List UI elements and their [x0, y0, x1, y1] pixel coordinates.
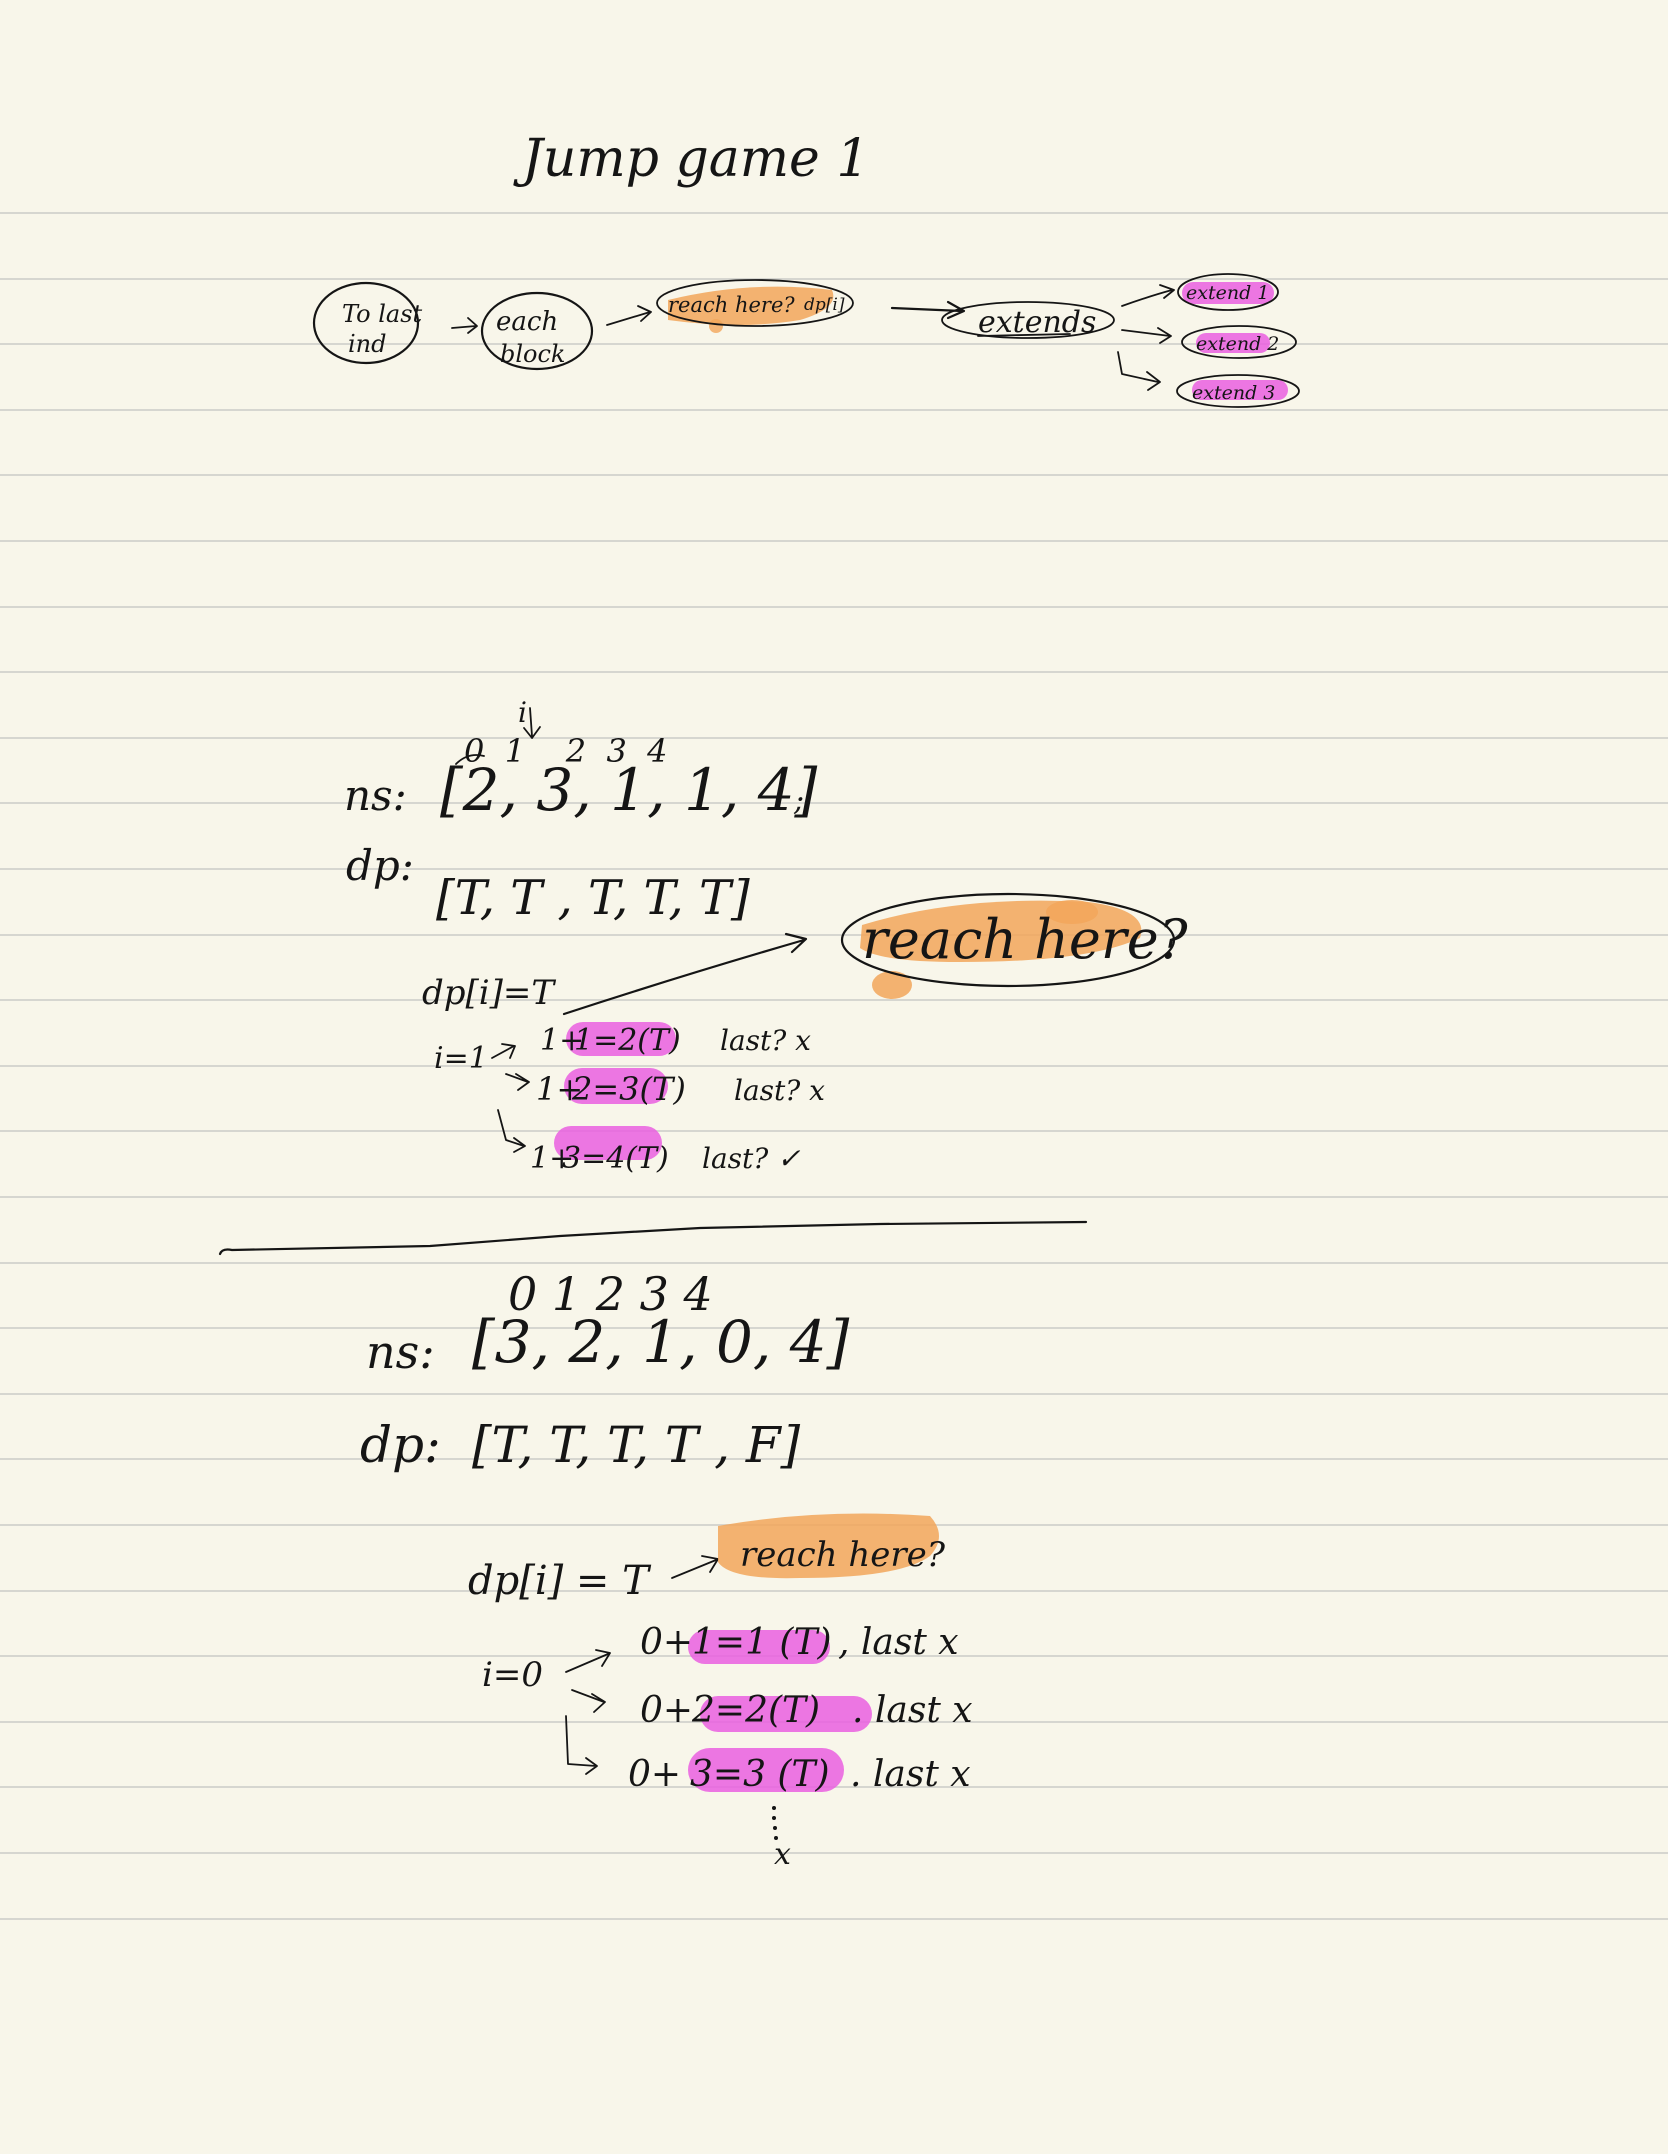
node-extend1-label: extend 1: [1186, 282, 1269, 304]
node-ind-label: ind: [348, 330, 387, 358]
ex2-dp: [T, T, T, T , F]: [472, 1416, 801, 1474]
magenta-highlight-extend2: [1196, 333, 1270, 353]
ex1-step1-hl: 1=2(T): [574, 1023, 681, 1058]
ex2-step1-a: 0+: [640, 1622, 693, 1663]
node-block-label: block: [500, 340, 565, 368]
ex2-step2-arrow: [571, 1689, 606, 1713]
ex1-pointer-label: i: [518, 696, 527, 729]
section-divider: [218, 1220, 1088, 1256]
ex1-step3-hl: 3=4(T): [562, 1141, 669, 1176]
ex1-indices: 0 1 2 3 4: [464, 732, 668, 770]
orange-highlight-reach: [668, 286, 834, 333]
ex2-step2-c: . last x: [852, 1690, 973, 1731]
ex2-i-label: i=0: [482, 1655, 543, 1695]
ex2-step3-a: 0+: [628, 1754, 681, 1795]
ex1-step2-hl: 2=3(T): [571, 1070, 686, 1108]
ex1-pointer-arrow: [523, 707, 541, 739]
ex2-step1-arrow: [565, 1649, 611, 1673]
branch-arrow-3: [1117, 351, 1161, 391]
ex1-i-label: i=1: [434, 1041, 488, 1076]
node-dp-label: dp[i]: [804, 295, 845, 315]
ex1-step3-c: last? ✓: [702, 1142, 801, 1175]
ex1-step2-c: last? x: [734, 1074, 825, 1107]
ex2-step2-hl: 2=2(T): [691, 1690, 820, 1731]
example-2: 0 1 2 3 4 ns: [3, 2, 1, 0, 4] dp: [T, T,…: [360, 1267, 973, 1872]
ex2-nums: [3, 2, 1, 0, 4]: [472, 1308, 850, 1376]
ex1-hl-3: [554, 1126, 662, 1160]
node-extend2-label: extend 2: [1196, 333, 1279, 355]
ex2-hl-3: [688, 1748, 844, 1792]
flow-arrow-2: [606, 305, 652, 326]
ex1-step1-c: last? x: [720, 1024, 811, 1057]
ex1-reach-label: reach here?: [862, 908, 1189, 971]
node-to-last-ind: [312, 281, 420, 365]
flow-diagram: To last ind each block reach here? dp[i]…: [312, 273, 1300, 408]
page-title: Jump game 1: [513, 129, 869, 189]
ex2-step1-hl: 1=1 (T): [692, 1622, 832, 1663]
branch-arrow-1: [1121, 284, 1175, 307]
ex2-arrow-to-reach: [671, 1555, 719, 1579]
ex1-arrow-to-reach: [562, 932, 808, 1016]
example-1: i 0 1 2 3 4 ns: [2, 3, 1, 1, 4] ; dp: [T…: [344, 696, 1189, 1176]
node-extend1: [1177, 273, 1279, 311]
ex1-nums: [2, 3, 1, 1, 4]: [440, 756, 818, 824]
extends-underline: [977, 333, 1071, 337]
node-extends: [941, 301, 1115, 339]
node-reach-label: reach here?: [668, 293, 795, 317]
ex2-step3-arrow: [565, 1715, 598, 1775]
magenta-highlight-extend1: [1182, 282, 1274, 304]
ex1-step2-a: 1+: [536, 1070, 583, 1108]
node-reach-here: [656, 279, 854, 327]
node-extend2: [1181, 325, 1297, 359]
ex1-dp: [T, T , T, T, T]: [436, 870, 750, 926]
ex1-step2-arrow: [505, 1073, 530, 1091]
ex1-step1-a: 1+: [540, 1023, 584, 1058]
ex2-ellipsis-end: x: [774, 1837, 791, 1872]
ex1-hl-1: [566, 1022, 676, 1056]
ex2-reach-label: reach here?: [740, 1535, 946, 1575]
ex1-dp-label: dp:: [346, 841, 414, 890]
node-extend3: [1176, 374, 1300, 408]
node-each-label: each: [496, 307, 558, 337]
ex2-step3-hl: 3=3 (T): [690, 1754, 830, 1795]
flow-arrow-3: [890, 300, 966, 320]
ex2-indices: 0 1 2 3 4: [508, 1267, 713, 1321]
ex1-semicolon: ;: [793, 783, 804, 818]
ex1-hl-2: [564, 1068, 668, 1104]
node-extend3-label: extend 3: [1192, 382, 1275, 404]
ex2-dp-assign: dp[i] = T: [468, 1558, 652, 1604]
ex2-step3-c: . last x: [850, 1754, 971, 1795]
ex1-dp-assign: dp[i]=T: [422, 973, 556, 1013]
ex1-step3-arrow: [497, 1109, 526, 1153]
ex1-orange-highlight: [860, 900, 1142, 999]
ex1-index-arrow: [455, 754, 485, 765]
magenta-highlight-extend3: [1192, 380, 1288, 400]
branch-arrow-2: [1121, 327, 1172, 344]
ex1-step3-a: 1+: [530, 1141, 574, 1176]
ex2-step2-a: 0+: [640, 1690, 693, 1731]
ex2-dp-label: dp:: [360, 1416, 441, 1474]
ex1-nums-label: ns:: [344, 771, 407, 820]
node-to-last-label: To last: [342, 300, 423, 328]
ex1-reach-ellipse: [840, 892, 1176, 988]
ex2-hl-1: [688, 1630, 830, 1664]
ex2-step1-c: , last x: [838, 1622, 959, 1663]
ex1-step1-arrow: [491, 1043, 516, 1059]
node-each-block: [480, 291, 594, 371]
ex2-nums-label: ns:: [366, 1325, 435, 1379]
flow-arrow-1: [451, 317, 478, 334]
ex2-orange-highlight: [718, 1513, 939, 1579]
ex2-hl-2: [700, 1696, 872, 1732]
ex2-ellipsis-dots: [772, 1806, 778, 1840]
